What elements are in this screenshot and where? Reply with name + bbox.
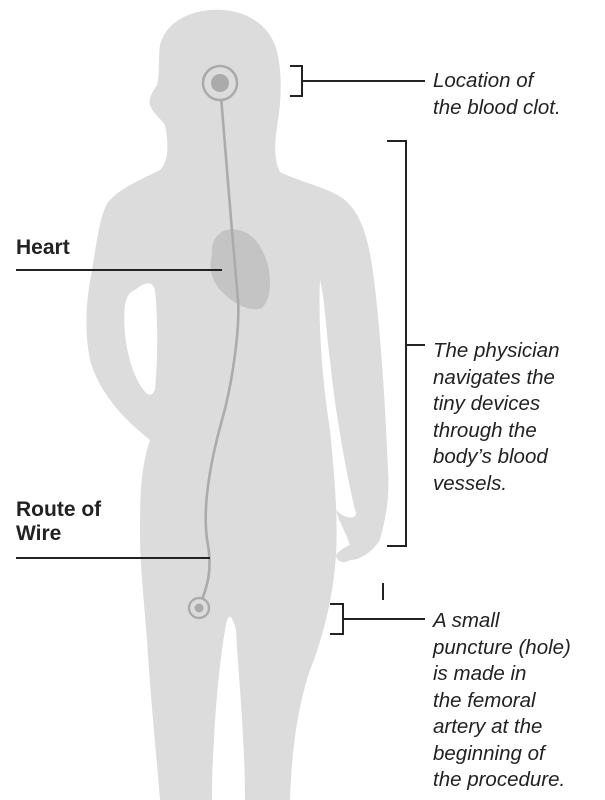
body-silhouette [86, 10, 388, 800]
heart-label: Heart [16, 236, 70, 260]
clot-marker [211, 74, 229, 92]
route-of-wire-label: Route of Wire [16, 498, 101, 546]
puncture-callout: A small puncture (hole) is made in the f… [433, 608, 571, 794]
clot-bracket [290, 66, 425, 96]
puncture-bracket [330, 604, 425, 634]
physician-navigation-callout: The physician navigates the tiny devices… [433, 338, 559, 497]
navigation-bracket [387, 141, 425, 546]
clot-location-callout: Location of the blood clot. [433, 68, 561, 121]
puncture-marker [195, 604, 204, 613]
